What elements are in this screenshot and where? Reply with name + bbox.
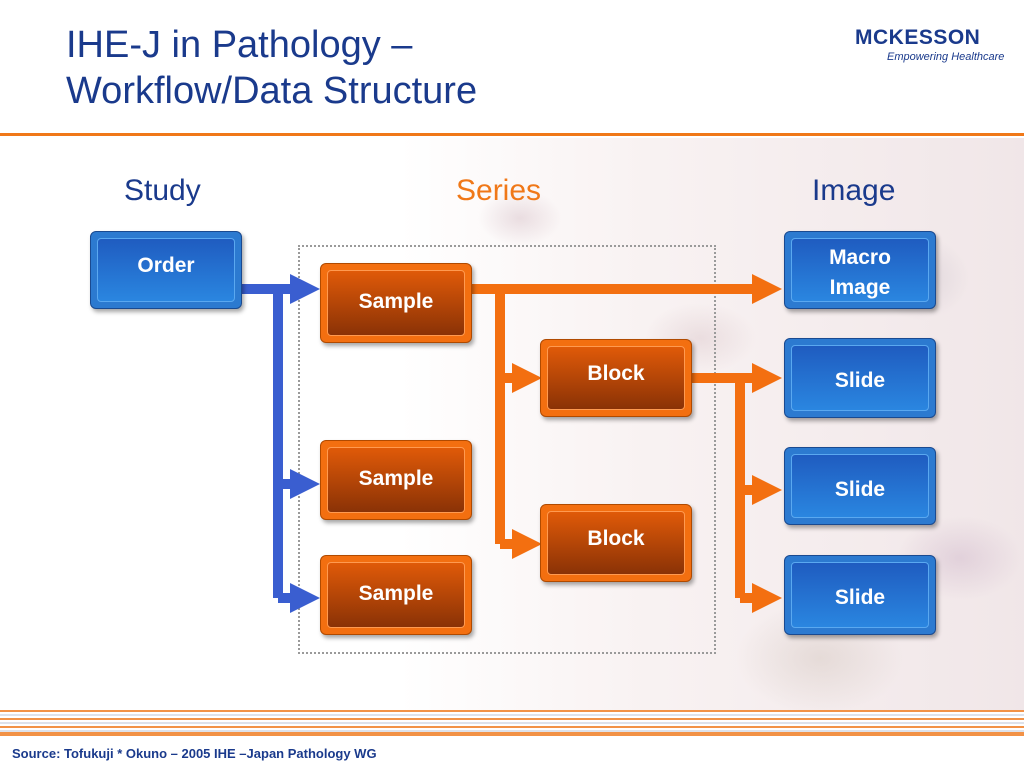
block-to-slide-connectors [690, 363, 782, 613]
sample-trunk-line [472, 284, 505, 544]
order-to-sample-connectors [242, 274, 320, 613]
sample-box-2: Sample [320, 440, 472, 520]
macro-image-label-line-2: Image [829, 276, 891, 299]
macro-image-box: Macro Image [784, 231, 936, 309]
sample-label-3: Sample [358, 582, 434, 605]
slide-label-2: Slide [834, 478, 886, 501]
column-heading-image: Image [812, 174, 896, 207]
slide-box-3: Slide [784, 555, 936, 635]
slide-label-1: Slide [834, 369, 886, 392]
block-box-2: Block [540, 504, 692, 582]
order-trunk-line [242, 284, 283, 598]
block-label-1: Block [587, 362, 645, 385]
order-label: Order [137, 254, 195, 277]
title-line-2: Workflow/Data Structure [66, 70, 478, 112]
slide-label-3: Slide [834, 586, 886, 609]
footer-divider [0, 710, 1024, 738]
sample-box-1: Sample [320, 263, 472, 343]
title-line-1: IHE-J in Pathology – [66, 24, 413, 66]
source-citation: Source: Tofukuji * Okuno – 2005 IHE –Jap… [12, 746, 377, 761]
block-label-2: Block [587, 527, 645, 550]
slide-box-1: Slide [784, 338, 936, 418]
block-box-1: Block [540, 339, 692, 417]
logo-name: MCKESSON [855, 26, 981, 49]
column-heading-study: Study [124, 174, 201, 207]
slide-box-2: Slide [784, 447, 936, 525]
title-divider [0, 133, 1024, 136]
column-heading-series: Series [456, 174, 542, 207]
sample-label-2: Sample [358, 467, 434, 490]
logo-tagline: Empowering Healthcare [887, 51, 1005, 63]
macro-image-label-line-1: Macro [829, 246, 891, 269]
sample-label-1: Sample [358, 290, 434, 313]
block-trunk-line [690, 373, 745, 598]
slide-title: IHE-J in Pathology – Workflow/Data Struc… [66, 22, 686, 114]
mckesson-logo: MCKESSON Empowering Healthcare [855, 26, 1005, 63]
series-group-frame [298, 245, 716, 654]
sample-box-3: Sample [320, 555, 472, 635]
order-box: Order [90, 231, 242, 309]
sample-to-children-connectors [472, 274, 782, 559]
